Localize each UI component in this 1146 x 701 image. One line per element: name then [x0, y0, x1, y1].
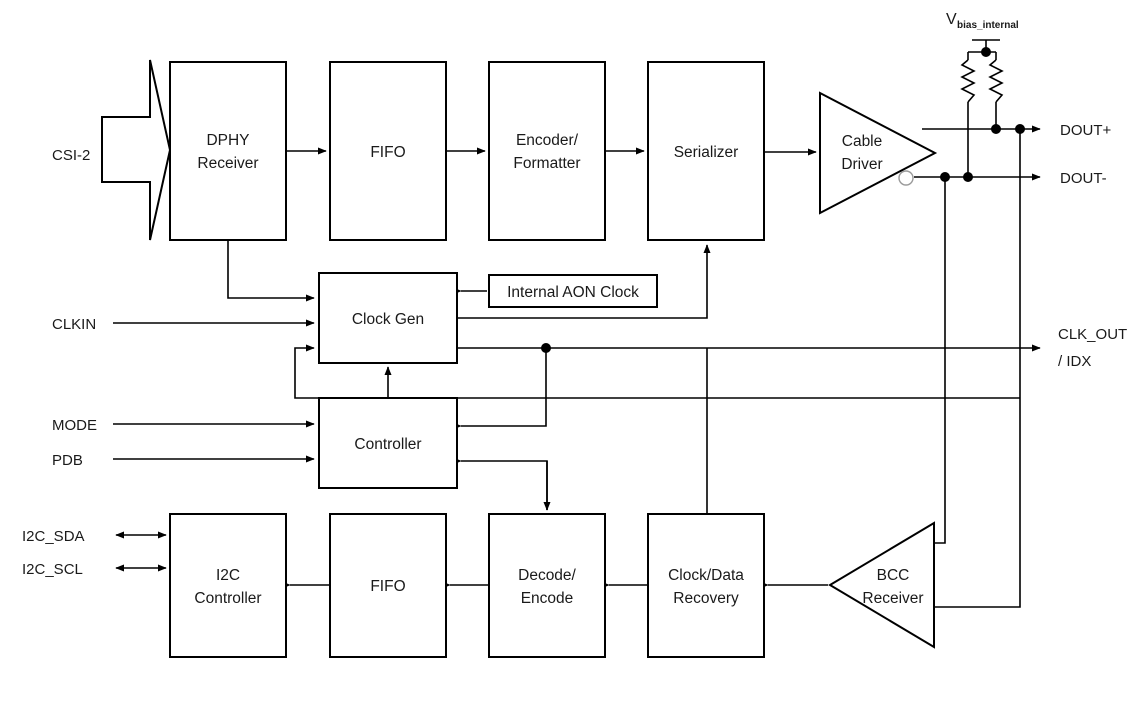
block-fifo-rx[interactable]: FIFO: [329, 513, 447, 658]
block-aonclock-label: Internal AON Clock: [507, 284, 639, 301]
vbias-subscript: bias_internal: [957, 20, 1019, 31]
signal-label-dout-n: DOUT-: [1060, 170, 1107, 187]
csi2-bus-arrow: [101, 59, 172, 241]
wire-feedback-to-clockgen: [294, 344, 1020, 399]
block-cabledriver-label-1: Cable: [842, 133, 883, 150]
block-internal-aon-clock[interactable]: Internal AON Clock: [488, 274, 658, 308]
block-cable-driver[interactable]: Cable Driver: [819, 91, 938, 215]
block-clockgen-label: Clock Gen: [352, 311, 424, 328]
block-serializer-label: Serializer: [674, 144, 739, 161]
node-doutn-tap: [940, 172, 950, 182]
node-doutn-resistor: [963, 172, 973, 182]
signal-label-dout-p: DOUT+: [1060, 122, 1111, 139]
inverting-output-bubble: [898, 170, 914, 186]
signal-label-pdb: PDB: [52, 452, 83, 469]
wire-dphy-to-clockgen: [227, 240, 315, 302]
signal-label-i2c-sda: I2C_SDA: [22, 528, 85, 545]
block-dphy-receiver[interactable]: DPHY Receiver: [169, 61, 287, 241]
block-i2c-controller[interactable]: I2C Controller: [169, 513, 287, 658]
block-bcc-label-2: Receiver: [862, 590, 923, 607]
block-encoder-label-1: Encoder/: [516, 132, 579, 149]
wire-decode-to-controller: [452, 457, 548, 510]
signal-label-csi2: CSI-2: [52, 147, 90, 164]
block-fifo-tx[interactable]: FIFO: [329, 61, 447, 241]
block-i2c-label-2: Controller: [194, 590, 261, 607]
wire-layer: [101, 39, 1041, 608]
node-doutp-tap: [1015, 124, 1025, 134]
vbias-main: V: [946, 11, 957, 28]
block-encoder-label-2: Formatter: [513, 155, 580, 172]
node-doutp-resistor: [991, 124, 1001, 134]
block-decode-label-1: Decode/: [518, 567, 576, 584]
bias-resistor-right: [988, 59, 1004, 103]
block-layer: DPHY Receiver FIFO Encoder/ Formatter Se…: [169, 61, 938, 658]
block-cdr-label-2: Recovery: [673, 590, 739, 607]
block-cabledriver-label-2: Driver: [841, 156, 882, 173]
block-clock-data-recovery[interactable]: Clock/Data Recovery: [647, 513, 765, 658]
block-bcc-receiver[interactable]: BCC Receiver: [828, 521, 935, 649]
signal-label-i2c-scl: I2C_SCL: [22, 561, 83, 578]
signal-label-clkin: CLKIN: [52, 316, 96, 333]
block-cdr-label-1: Clock/Data: [668, 567, 744, 584]
wire-clkbus-to-controller: [452, 348, 547, 430]
signal-label-layer: CSI-2 CLKIN MODE PDB I2C_SDA I2C_SCL DOU…: [22, 11, 1127, 578]
block-dphy-label-2: Receiver: [197, 155, 258, 172]
block-serializer[interactable]: Serializer: [647, 61, 765, 241]
node-clkgen-tap: [541, 343, 551, 353]
signal-label-idx: / IDX: [1058, 353, 1091, 370]
block-decode-label-2: Encode: [521, 590, 574, 607]
block-i2c-label-1: I2C: [216, 567, 240, 584]
signal-label-clk-out: CLK_OUT: [1058, 326, 1127, 343]
wire-doutn-to-bcc: [934, 177, 946, 544]
block-decode-encode[interactable]: Decode/ Encode: [488, 513, 606, 658]
wire-clockgen-to-serializer: [457, 244, 711, 319]
block-encoder-formatter[interactable]: Encoder/ Formatter: [488, 61, 606, 241]
bias-resistor-left: [960, 59, 976, 103]
signal-label-vbias-internal: V bias_internal: [946, 11, 1019, 31]
block-fifo-rx-label: FIFO: [370, 578, 405, 595]
block-bcc-label-1: BCC: [877, 567, 910, 584]
block-controller[interactable]: Controller: [318, 397, 458, 489]
block-fifo-tx-label: FIFO: [370, 144, 405, 161]
node-vbias-junction: [981, 47, 991, 57]
signal-label-mode: MODE: [52, 417, 97, 434]
block-controller-label: Controller: [354, 436, 421, 453]
block-clock-gen[interactable]: Clock Gen: [318, 272, 458, 364]
block-dphy-label-1: DPHY: [206, 132, 249, 149]
wire-doutp-to-bcc: [934, 129, 1021, 608]
